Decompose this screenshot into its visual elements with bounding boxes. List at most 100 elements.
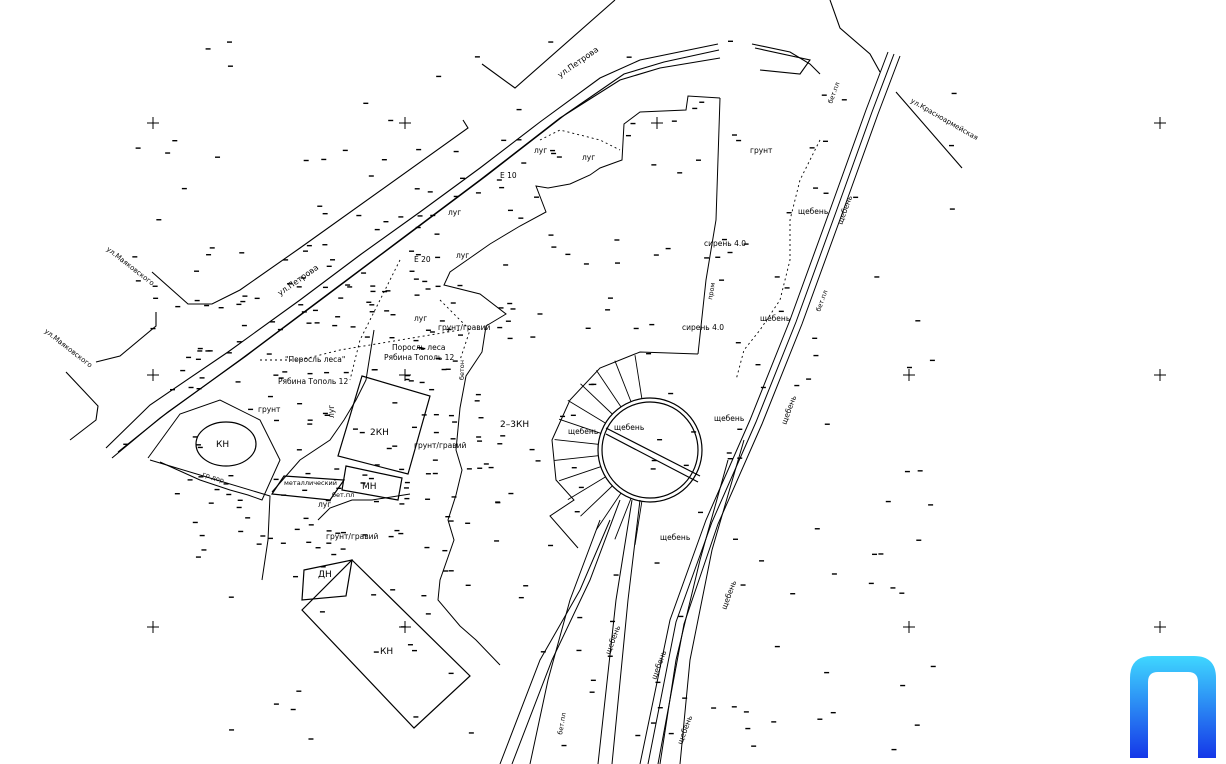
surface-label: щебень — [798, 207, 828, 216]
surface-label: щебень — [714, 414, 744, 423]
grid-cross — [1154, 621, 1166, 633]
roundabout-spoke — [567, 476, 606, 501]
street-edge — [481, 0, 616, 89]
misc-label: бет.пл — [556, 712, 568, 735]
roundabout-bar — [605, 433, 699, 483]
grid-cross — [1154, 117, 1166, 129]
building-2kn — [337, 375, 431, 475]
surface-label: грунт/гравий — [326, 532, 379, 541]
building-label: МН — [362, 482, 377, 492]
surface-label: луг — [582, 153, 595, 162]
grid-cross — [147, 621, 159, 633]
buildings — [195, 375, 471, 729]
rail-lines — [499, 51, 901, 764]
roundabout-spoke — [580, 383, 613, 415]
survey-marks — [123, 40, 957, 751]
site-boundary — [697, 97, 721, 355]
roundabout-spoke — [634, 501, 643, 545]
site-boundary — [437, 95, 721, 666]
surface-label: луг — [318, 500, 331, 509]
misc-label: металлический — [284, 479, 337, 487]
roundabout-spoke — [580, 485, 613, 517]
misc-label: бет.пл — [814, 289, 829, 313]
grid-cross — [147, 369, 159, 381]
surface-label: щебень — [779, 394, 798, 426]
street-edge — [829, 0, 881, 73]
rail-line — [659, 459, 729, 764]
street-edge — [65, 371, 99, 441]
street-label: ул.Маяковского — [105, 245, 156, 287]
vegetation-label: сирень 4.0 — [682, 323, 724, 332]
roundabout-spoke — [596, 492, 622, 530]
vegetation-label: "Поросль леса" — [285, 355, 345, 364]
surface-label: грунт — [750, 146, 773, 155]
surface-label: щебень — [675, 714, 694, 746]
roundabout-spoke — [596, 370, 622, 408]
building-dn — [301, 559, 353, 601]
surface-label: щебень — [835, 194, 854, 226]
grid-cross — [147, 117, 159, 129]
roundabout-bar — [605, 427, 701, 477]
grid-cross — [399, 117, 411, 129]
street-edge — [751, 43, 821, 75]
vegetation-label: Рябина Тополь 12 — [384, 353, 454, 362]
rail-line — [679, 439, 745, 764]
building-label: 2–3КН — [500, 420, 529, 430]
surface-label: луг — [456, 251, 469, 260]
surface-label: щебень — [760, 314, 790, 323]
building-kn-oval — [195, 421, 257, 467]
site-boundary — [549, 351, 699, 549]
grid-cross — [903, 369, 915, 381]
street-edge — [895, 91, 963, 169]
surface-label: грунт — [258, 405, 281, 414]
building-kn-large — [301, 559, 471, 729]
grid-cross — [651, 117, 663, 129]
building-label: КН — [216, 440, 229, 450]
rail-line — [657, 55, 901, 764]
street-edge — [95, 312, 157, 363]
surface-label: щебень — [660, 533, 690, 542]
surface-label: грунт/гравий — [414, 441, 467, 450]
vegetation-label: Е 20 — [414, 255, 431, 264]
site-boundary — [147, 399, 281, 501]
rail-line — [511, 499, 621, 764]
street-edge — [105, 43, 719, 449]
surface-label: луг — [327, 405, 336, 418]
vegetation-label: сирень 4.0 — [704, 239, 746, 248]
building-label: КН — [380, 647, 393, 657]
building-label: 2КН — [370, 428, 389, 438]
roundabout — [597, 397, 703, 503]
roundabout-spoke — [558, 466, 601, 482]
surface-label: щебень — [614, 423, 644, 432]
roundabout-spoke — [614, 360, 632, 402]
misc-label: пром — [706, 282, 717, 300]
roundabout-spoke — [567, 399, 606, 424]
dotted-line — [260, 329, 461, 361]
surface-label: щебень — [568, 427, 598, 436]
grid-cross — [1154, 369, 1166, 381]
misc-label: гр.дор — [201, 470, 225, 484]
vegetation-label: Е 10 — [500, 171, 517, 180]
rail-line — [611, 499, 641, 764]
rail-line — [529, 519, 601, 764]
roundabout-spoke — [554, 439, 599, 445]
dotted-line — [539, 129, 621, 151]
misc-label: бет.пл — [332, 491, 354, 499]
grid-cross — [903, 621, 915, 633]
roundabout-spoke — [614, 498, 632, 540]
street-label: ул.Петрова — [276, 263, 320, 298]
logo-icon — [1130, 656, 1216, 758]
site-boundary — [271, 329, 375, 493]
dotted-line — [735, 139, 821, 381]
street-edge — [151, 119, 469, 305]
roundabout-spoke — [554, 455, 599, 461]
roundabout-spokes — [554, 355, 643, 545]
surface-label: луг — [448, 208, 461, 217]
vegetation-label: Поросль леса — [392, 343, 445, 352]
surface-label: щебень — [719, 579, 738, 611]
surface-label: луг — [414, 314, 427, 323]
street-edge — [754, 47, 811, 75]
rail-line — [499, 519, 611, 764]
